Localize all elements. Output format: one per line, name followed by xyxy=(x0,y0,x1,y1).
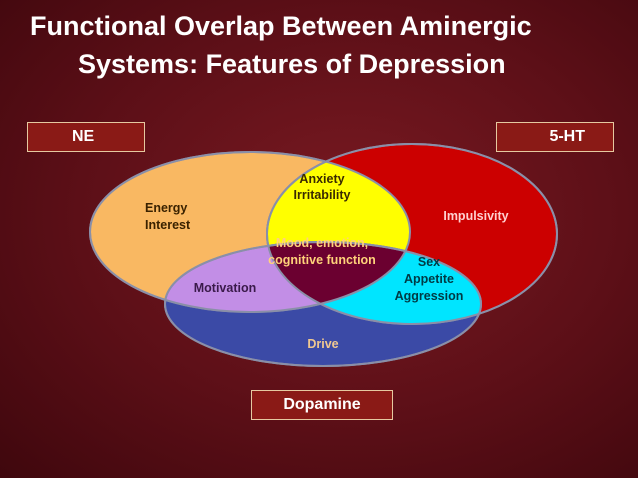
serotonin-label-box: 5-HT xyxy=(496,122,614,152)
ht-da-label-2: Appetite xyxy=(404,272,454,286)
serotonin-outline xyxy=(266,143,558,325)
ne-da-label: Motivation xyxy=(194,281,257,295)
ne-label-box: NE xyxy=(27,122,145,152)
ne-only-label-1: Energy xyxy=(145,201,187,215)
dopamine-label-box: Dopamine xyxy=(251,390,393,420)
title-line-2: Systems: Features of Depression xyxy=(78,49,506,79)
title-line-1: Functional Overlap Between Aminergic xyxy=(30,11,532,41)
ne-only-label-2: Interest xyxy=(145,218,191,232)
ne-ht-label-2: Irritability xyxy=(294,188,351,202)
dopamine-outline xyxy=(164,241,482,367)
center-label-2: cognitive function xyxy=(268,253,376,267)
ne-ht-label-1: Anxiety xyxy=(299,172,344,186)
ne-outline xyxy=(89,151,411,313)
da-only-label: Drive xyxy=(307,337,338,351)
ht-da-label-1: Sex xyxy=(418,255,440,269)
ht-da-label-3: Aggression xyxy=(395,289,464,303)
ht-only-label: Impulsivity xyxy=(443,209,508,223)
center-label-1: Mood, emotion, xyxy=(276,236,368,250)
